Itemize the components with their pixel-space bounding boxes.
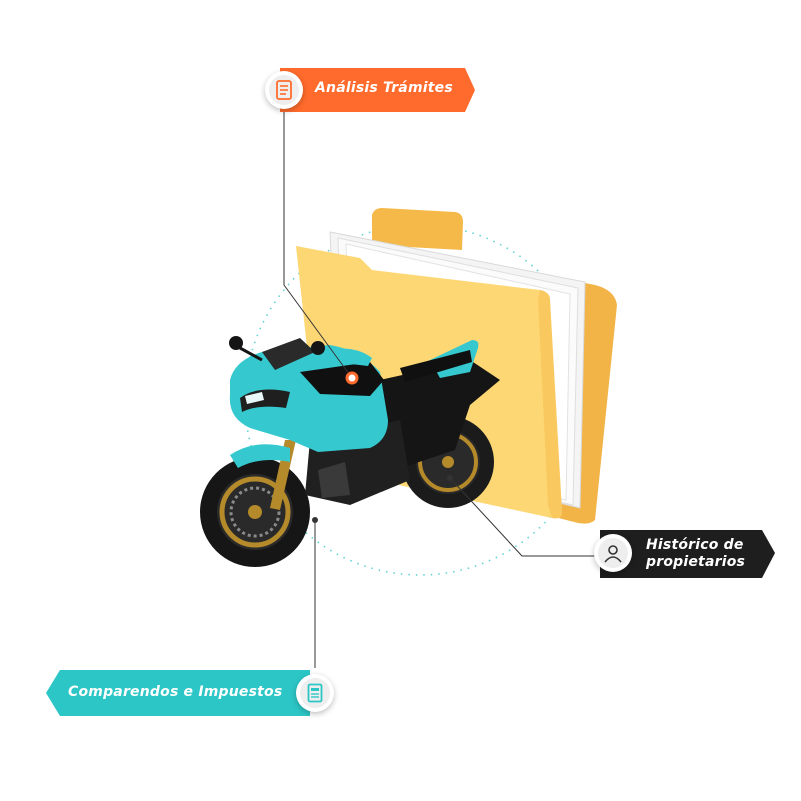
comparendos-label[interactable]: Comparendos e Impuestos: [68, 684, 283, 700]
motorcycle-illustration: [200, 336, 500, 567]
historico-label-line1[interactable]: Histórico de: [646, 537, 744, 553]
analisis-label[interactable]: Análisis Trámites: [315, 80, 453, 96]
analisis-tag-shape: [280, 68, 475, 112]
connector-lines: [283, 110, 598, 668]
receipt-icon: [307, 683, 323, 703]
comparendos-icon-button[interactable]: [296, 674, 334, 712]
historico-tag-shape: [600, 530, 775, 578]
historico-icon-button[interactable]: [594, 534, 632, 572]
historico-label-line2[interactable]: propietarios: [646, 554, 746, 570]
hotspot-analisis: [345, 371, 359, 385]
analisis-icon-button[interactable]: [265, 71, 303, 109]
comparendos-tag-shape: [46, 670, 310, 716]
document-list-icon: [276, 80, 292, 100]
user-icon: [604, 545, 622, 563]
